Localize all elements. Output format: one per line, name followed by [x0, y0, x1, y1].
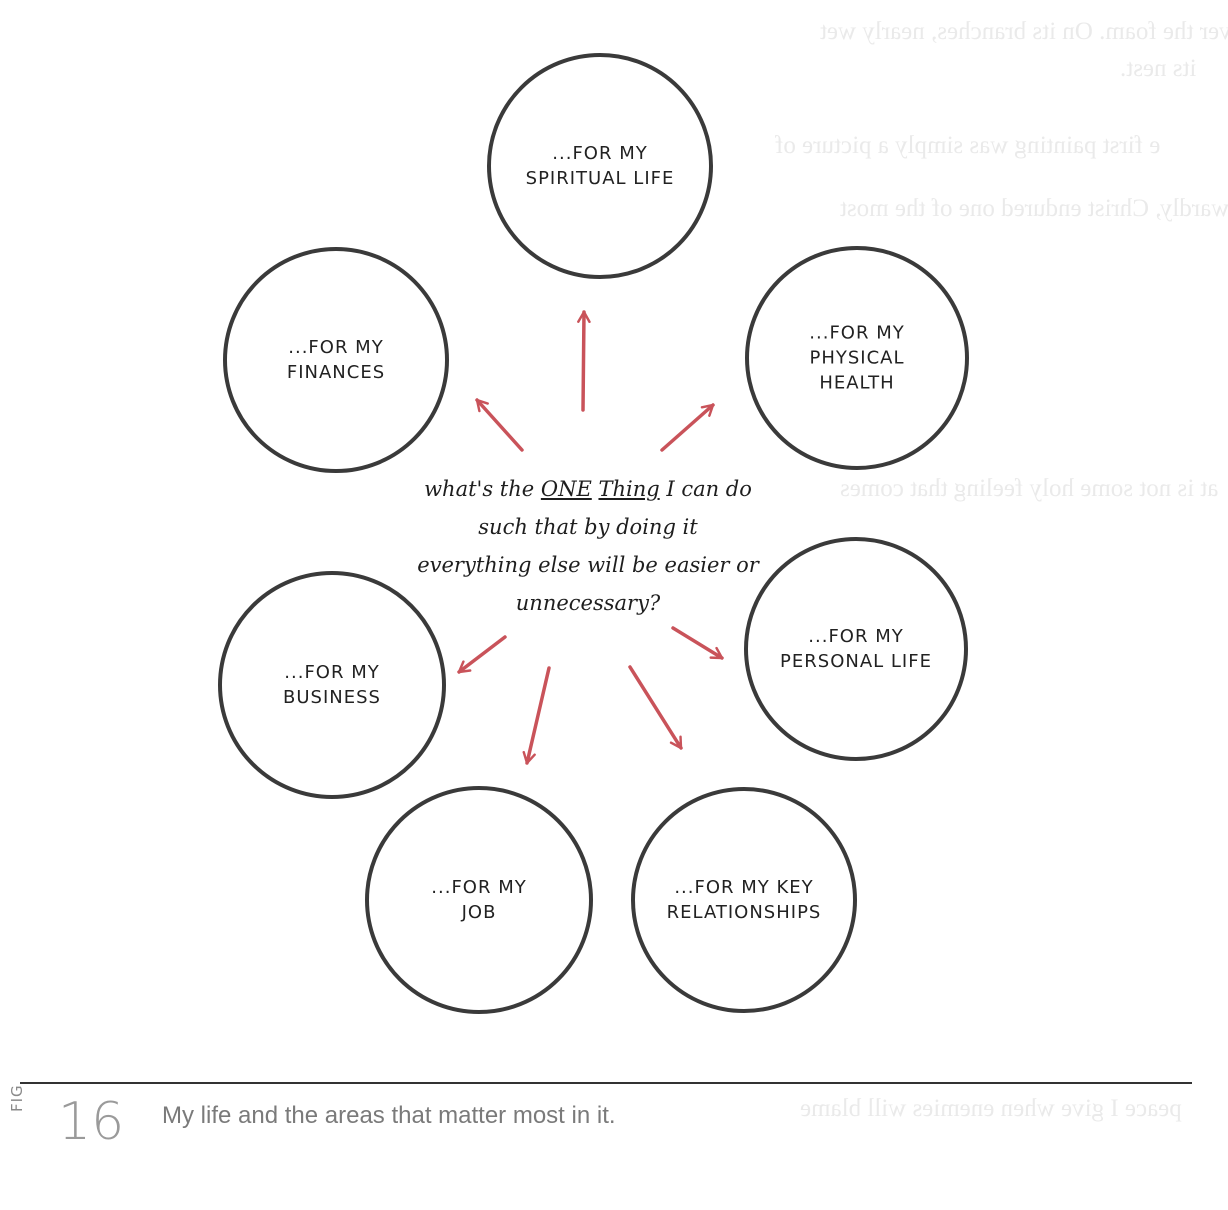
- thing-emphasis: Thing: [598, 477, 660, 501]
- area-circle-physical: [745, 246, 969, 470]
- arrow-to-personal-icon: [671, 626, 724, 660]
- area-label-finances: ...FOR MY FINANCES: [287, 335, 385, 385]
- area-circles: [218, 53, 969, 1014]
- center-question-line-3: everything else will be easier or: [417, 553, 759, 577]
- area-circle-spiritual: [487, 53, 713, 279]
- area-label-business: ...FOR MY BUSINESS: [283, 660, 381, 710]
- area-circle-job: [365, 786, 593, 1014]
- label-prefix: ...FOR MY: [431, 877, 527, 898]
- arrow-to-relationships-icon: [628, 665, 683, 750]
- center-question-line-2: such that by doing it: [478, 515, 698, 539]
- center-question-line-1: what's the ONE Thing I can do: [424, 477, 752, 501]
- area-label-personal: ...FOR MY PERSONAL LIFE: [780, 624, 932, 674]
- label-text: PHYSICAL: [809, 347, 905, 369]
- label-prefix: ...FOR MY KEY: [674, 877, 814, 898]
- caption-divider: [20, 1082, 1192, 1084]
- area-circle-finances: [223, 247, 449, 473]
- arrows: [457, 310, 724, 765]
- area-label-spiritual: ...FOR MY SPIRITUAL LIFE: [526, 141, 675, 191]
- label-text: RELATIONSHIPS: [666, 902, 822, 923]
- arrow-to-physical-icon: [660, 403, 715, 452]
- arrow-to-business-icon: [457, 635, 507, 674]
- arrow-to-spiritual-icon: [577, 310, 591, 412]
- arrow-to-job-icon: [522, 666, 551, 765]
- area-label-physical: ...FOR MY PHYSICAL HEALTH: [809, 321, 904, 396]
- label-prefix: ...FOR MY: [808, 626, 904, 647]
- area-circle-business: [218, 571, 446, 799]
- area-label-job: ...FOR MY JOB: [431, 875, 526, 925]
- label-prefix: ...FOR MY: [552, 143, 648, 164]
- label-text: FINANCES: [286, 362, 386, 383]
- area-circle-personal: [744, 537, 968, 761]
- fig-label: FIG: [8, 1084, 26, 1112]
- label-text: HEALTH: [819, 372, 895, 394]
- label-prefix: ...FOR MY: [288, 337, 384, 358]
- arrow-to-finances-icon: [475, 398, 524, 452]
- label-prefix: ...FOR MY: [809, 322, 905, 344]
- figure-caption: My life and the areas that matter most i…: [162, 1102, 616, 1129]
- center-question-line-4: unnecessary?: [515, 591, 661, 615]
- fig-number: 16: [58, 1092, 125, 1152]
- center-question: what's the ONE Thing I can do such that …: [417, 470, 759, 622]
- label-text: SPIRITUAL LIFE: [525, 168, 675, 189]
- area-label-relationships: ...FOR MY KEY RELATIONSHIPS: [667, 875, 822, 925]
- label-text: JOB: [461, 902, 497, 923]
- label-text: BUSINESS: [283, 687, 381, 708]
- area-circle-relationships: [631, 787, 857, 1013]
- label-text: PERSONAL LIFE: [780, 651, 932, 672]
- one-emphasis: ONE: [540, 477, 592, 501]
- label-prefix: ...FOR MY: [284, 662, 380, 683]
